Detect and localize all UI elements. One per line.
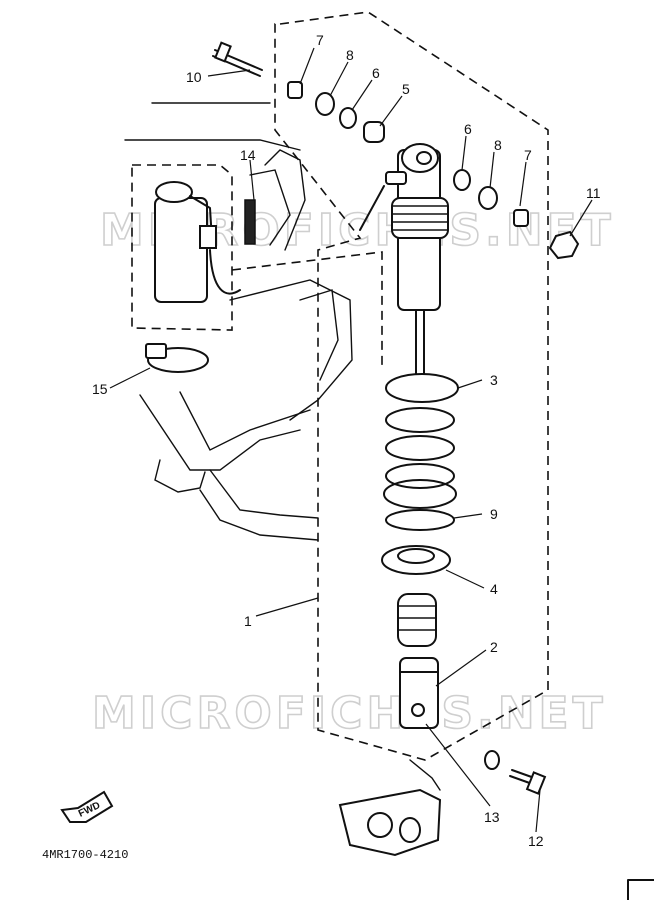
nut-11 (548, 230, 580, 260)
callout-3: 3 (490, 372, 498, 388)
bushing-5 (363, 121, 385, 143)
callout-13: 13 (484, 809, 500, 825)
page-corner-marker (627, 879, 654, 900)
callout-8-right: 8 (494, 137, 502, 153)
reservoir-hose-boundary (231, 251, 383, 365)
bolt-12 (509, 769, 547, 795)
diagram-code: 4MR1700-4210 (42, 848, 128, 862)
remote-reservoir (154, 181, 241, 303)
leader-lines (109, 47, 593, 833)
callout-7-right: 7 (524, 147, 532, 163)
watermark-bottom: MICROFICHES.NET (92, 688, 607, 739)
callout-2: 2 (490, 639, 498, 655)
callout-9: 9 (490, 506, 498, 522)
bump-rubber (397, 593, 437, 647)
callout-11: 11 (586, 185, 601, 201)
relay-arm (338, 759, 442, 857)
callout-15: 15 (92, 381, 108, 397)
callout-4: 4 (490, 581, 498, 597)
callout-6-top: 6 (372, 65, 380, 81)
coil-spring (383, 407, 457, 509)
seal-6-left (339, 107, 357, 129)
washer-8-left (315, 92, 335, 116)
collar-7-right (513, 209, 529, 227)
callout-7-top: 7 (316, 32, 324, 48)
label-plate (244, 199, 256, 245)
spring-seat-3 (385, 373, 459, 403)
callout-14: 14 (240, 147, 256, 163)
callout-10: 10 (186, 69, 202, 85)
spring-seat-4 (381, 545, 451, 575)
hose-clamp (145, 343, 209, 373)
shock-absorber-body (359, 143, 449, 389)
callout-5: 5 (402, 81, 410, 97)
callout-6-right: 6 (464, 121, 472, 137)
reservoir-boundary (131, 164, 233, 331)
frame-outline (124, 102, 353, 541)
callout-12: 12 (528, 833, 544, 849)
callout-1: 1 (244, 613, 252, 629)
lower-clevis-2 (399, 657, 439, 729)
spring-guide-9 (385, 509, 455, 531)
callout-8-top: 8 (346, 47, 354, 63)
washer-13 (484, 750, 500, 770)
fwd-arrow-icon: FWD (60, 790, 114, 823)
assembly-boundary (274, 11, 549, 761)
washer-8-right (478, 186, 498, 210)
collar-7-left (287, 81, 303, 99)
bolt-10 (212, 41, 263, 77)
seal-6-right (453, 169, 471, 191)
